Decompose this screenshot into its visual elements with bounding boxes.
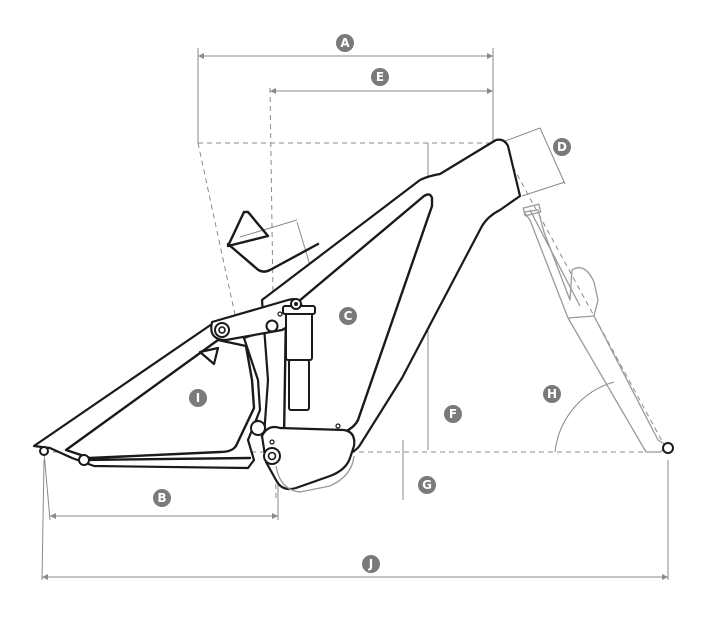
fork-lower-leg bbox=[567, 315, 595, 319]
small-bolt-2 bbox=[277, 311, 283, 317]
chainstay bbox=[78, 456, 252, 462]
shock-body bbox=[285, 311, 313, 361]
label-d-circle bbox=[553, 138, 571, 156]
label-c-text: C bbox=[344, 309, 353, 323]
label-i-text: I bbox=[196, 391, 200, 405]
label-h-circle bbox=[543, 385, 561, 403]
label-h-text: H bbox=[547, 387, 557, 401]
bottom-bracket-inner bbox=[267, 451, 277, 461]
label-a-text: A bbox=[340, 36, 350, 50]
front-triangle-outline bbox=[226, 210, 270, 248]
head-tube-axis-line bbox=[499, 142, 669, 453]
seatstay-pivot-inner bbox=[218, 326, 226, 334]
label-a-circle bbox=[336, 34, 354, 52]
label-i-circle bbox=[189, 389, 207, 407]
rocker-main-pivot bbox=[265, 319, 279, 333]
dimension-labels: A B C D E F G H bbox=[153, 34, 571, 573]
label-e-text: E bbox=[376, 70, 384, 84]
rear-triangle-cutout bbox=[64, 338, 256, 460]
d-bottom-tick bbox=[521, 181, 566, 197]
fork-and-seatpost-outline bbox=[522, 203, 669, 453]
b-left-tick bbox=[43, 451, 51, 521]
d-axis-line bbox=[539, 127, 566, 185]
dropper-post-line bbox=[529, 209, 581, 307]
j-left-tick bbox=[41, 459, 45, 581]
label-j-circle bbox=[362, 555, 380, 573]
frame-pivots bbox=[39, 298, 674, 466]
chainstay-pivot bbox=[78, 454, 90, 466]
label-j-text: J bbox=[368, 557, 373, 571]
bottom-bracket-area bbox=[260, 425, 356, 491]
rear-shock bbox=[282, 305, 316, 411]
label-g-text: G bbox=[422, 478, 432, 492]
small-bolt-3 bbox=[269, 439, 275, 445]
label-f: F bbox=[444, 405, 462, 423]
bike-frame bbox=[32, 138, 522, 493]
rear-axle-pivot bbox=[39, 446, 49, 456]
label-e: E bbox=[371, 68, 389, 86]
label-j: J bbox=[362, 555, 380, 573]
label-b: B bbox=[153, 489, 171, 507]
label-c-circle bbox=[339, 307, 357, 325]
headset-cap bbox=[522, 203, 542, 217]
label-c: C bbox=[339, 307, 357, 325]
motor-housing-outline bbox=[275, 455, 355, 493]
label-g: G bbox=[418, 476, 436, 494]
brake-mount-fin bbox=[198, 346, 220, 366]
label-f-text: F bbox=[449, 407, 457, 421]
label-f-circle bbox=[444, 405, 462, 423]
label-e-circle bbox=[371, 68, 389, 86]
label-g-circle bbox=[418, 476, 436, 494]
front-axle bbox=[662, 442, 674, 454]
label-h: H bbox=[543, 385, 561, 403]
fork-outline bbox=[523, 209, 669, 453]
label-b-text: B bbox=[157, 491, 166, 505]
small-bolt-1 bbox=[335, 423, 341, 429]
rocker-shock-pivot-dot bbox=[294, 302, 298, 306]
shock-stanchion bbox=[288, 359, 310, 411]
seat-stay-upper-brace bbox=[226, 242, 320, 273]
lower-link-pivot bbox=[250, 420, 266, 436]
d-top-tick bbox=[499, 127, 541, 144]
label-b-circle bbox=[153, 489, 171, 507]
head-angle-arc bbox=[554, 381, 615, 453]
c-top-tick bbox=[239, 219, 298, 238]
label-a: A bbox=[336, 34, 354, 52]
label-i: I bbox=[189, 389, 207, 407]
label-d-text: D bbox=[557, 140, 567, 154]
label-d: D bbox=[553, 138, 571, 156]
